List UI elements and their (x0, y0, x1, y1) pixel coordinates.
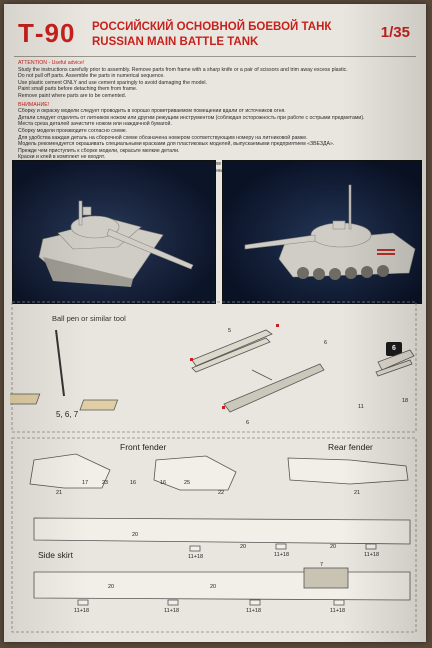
part-number: 6 (246, 420, 250, 426)
part-number: 16 (130, 480, 137, 486)
tank-model-image (244, 184, 416, 280)
part-number: 17 (82, 480, 89, 486)
part-number: 18 (402, 398, 409, 404)
part-number: 7 (320, 562, 324, 568)
diagram-drawing (10, 301, 417, 633)
part-number: 11+18 (74, 608, 90, 614)
instruction-line: Use plastic cement ONLY and use cement s… (18, 79, 207, 86)
instruction-line: Paint small parts before detaching them … (18, 86, 138, 93)
sheet-header: Т-90 РОССИЙСКИЙ ОСНОВНОЙ БОЕВОЙ ТАНК RUS… (18, 18, 410, 54)
assembly-diagram: Ball pen or similar tool 5, 6, 7 5 6 6 1… (10, 300, 420, 634)
part-number: 6 (324, 340, 328, 346)
part-number: 11 (358, 404, 364, 410)
instruction-sheet: Т-90 РОССИЙСКИЙ ОСНОВНОЙ БОЕВОЙ ТАНК RUS… (4, 4, 426, 642)
part-number: 25 (184, 480, 191, 486)
instruction-line: Сборку модели производите согласно схеме… (18, 127, 128, 134)
instruction-line: Для удобства каждая деталь на сборочной … (18, 134, 308, 141)
part-number: 20 (132, 532, 139, 538)
instruction-line: Модель рекомендуется окрашивать специаль… (18, 141, 335, 148)
instruction-line: Прежде чем приступить к сборке модели, о… (18, 147, 180, 154)
instruction-line: Study the instructions carefully prior t… (18, 66, 348, 73)
part-number: 21 (56, 490, 63, 496)
part-number: 16 (160, 480, 167, 486)
side-skirt-label: Side skirt (38, 550, 73, 560)
parts-label: 5, 6, 7 (56, 410, 79, 419)
instruction-line: ATTENTION - Useful advice! (18, 60, 85, 66)
instruction-line: Краски и клей в комплект не входят. (18, 154, 106, 161)
scale-label: 1/35 (380, 24, 410, 41)
part-number: 20 (210, 584, 217, 590)
part-number: 11+18 (274, 552, 290, 558)
instruction-line: Детали следует отделять от литников ножо… (18, 114, 365, 121)
part-number: 11+18 (188, 554, 204, 560)
part-number: 11+18 (246, 608, 262, 614)
header-divider (14, 56, 416, 57)
part-number: 11+18 (364, 552, 380, 558)
instruction-line: Remove paint where parts are to be cemen… (18, 92, 127, 99)
instruction-line: Do not pull off parts. Assemble the part… (18, 73, 165, 80)
tank-model-image (38, 200, 194, 287)
instructions-en: ATTENTION - Useful advice! Study the ins… (18, 60, 418, 100)
part-number: 23 (102, 480, 109, 486)
tool-label: Ball pen or similar tool (52, 314, 126, 323)
instructions-block: ATTENTION - Useful advice! Study the ins… (18, 60, 418, 174)
part-number: 5 (228, 328, 232, 334)
part-number: 11+18 (330, 608, 346, 614)
model-name: Т-90 (18, 18, 76, 48)
part-number: 20 (330, 544, 337, 550)
instruction-line: ВНИМАНИЕ! (18, 101, 50, 108)
tank-photo-side (222, 160, 422, 304)
part-number: 20 (108, 584, 115, 590)
part-number: 20 (240, 544, 247, 550)
part-number: 22 (218, 490, 225, 496)
step-number-badge: 6 (386, 342, 402, 356)
title-english: RUSSIAN MAIN BATTLE TANK (92, 36, 259, 48)
tank-photo-front (12, 160, 216, 304)
title-russian: РОССИЙСКИЙ ОСНОВНОЙ БОЕВОЙ ТАНК (92, 21, 332, 33)
part-number: 21 (354, 490, 361, 496)
rear-fender-label: Rear fender (328, 442, 373, 452)
instruction-line: Сборку и окраску модели следует проводит… (18, 108, 286, 115)
instruction-line: Места среза деталей зачистите ножом или … (18, 121, 172, 128)
front-fender-label: Front fender (120, 442, 167, 452)
part-number: 11+18 (164, 608, 180, 614)
